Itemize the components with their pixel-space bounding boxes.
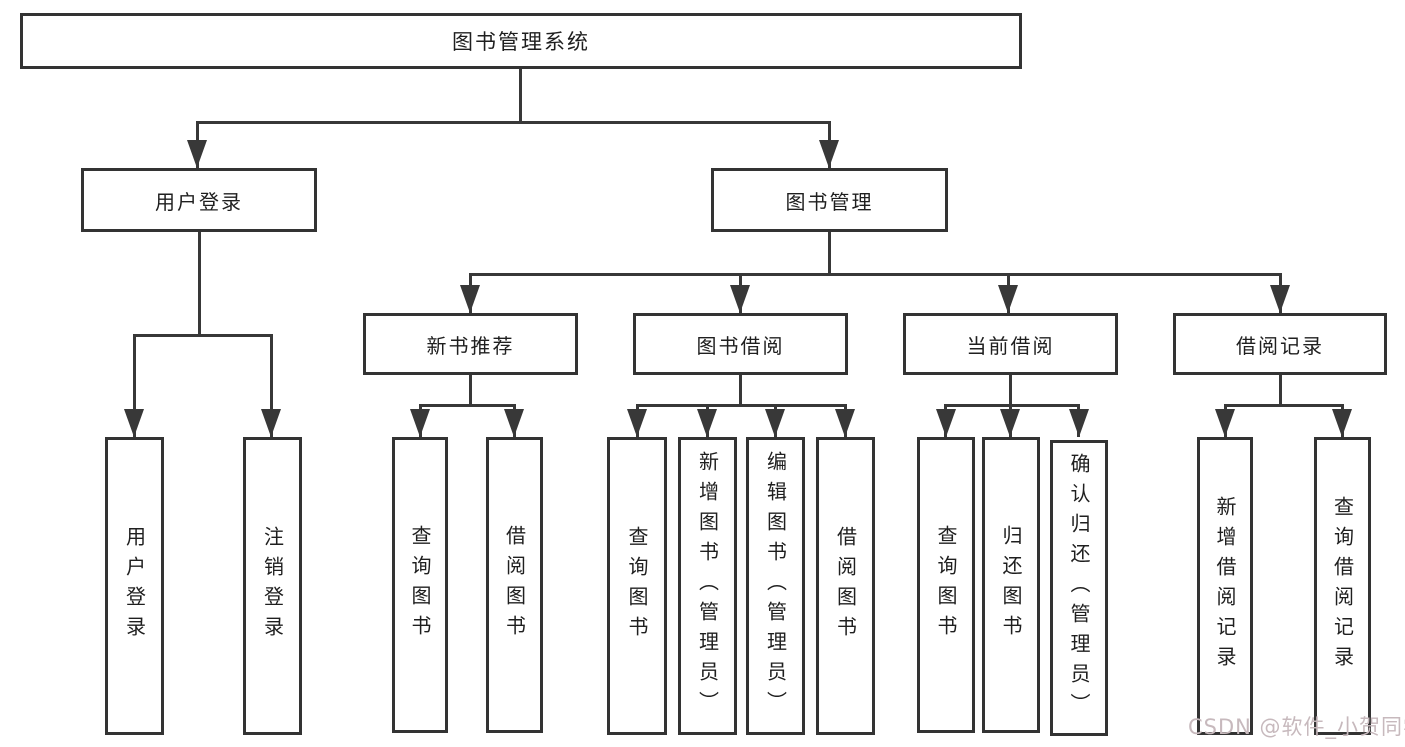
arrow-down-icon [697,409,717,437]
arrow-down-icon [187,140,207,168]
connector-line [134,334,273,337]
connector-line [1009,375,1012,407]
connector-line [739,375,742,407]
leaf-add-books-admin: 新增图书（管理员） [678,437,737,735]
leaf-logout: 注销登录 [243,437,302,735]
leaf-user-login: 用户登录 [105,437,164,735]
node-user-login: 用户登录 [81,168,317,232]
connector-line [1224,404,1343,407]
arrow-down-icon [410,409,430,437]
connector-line [470,273,1281,276]
node-new-book-recommend: 新书推荐 [363,313,578,375]
node-current-borrow: 当前借阅 [903,313,1118,375]
connector-line [637,404,846,407]
arrow-down-icon [504,409,524,437]
connector-line [133,334,136,437]
connector-line [828,232,831,276]
node-book-borrow: 图书借阅 [633,313,848,375]
arrow-down-icon [1215,409,1235,437]
connector-line [519,69,522,124]
csdn-watermark: CSDN @软件_小贺同学 [1188,715,1405,739]
node-borrow-records: 借阅记录 [1173,313,1387,375]
leaf-return-books: 归还图书 [982,437,1040,733]
connector-line [198,232,201,336]
arrow-down-icon [765,409,785,437]
leaf-borrow-books-recommend: 借阅图书 [486,437,543,733]
arrow-down-icon [1270,285,1290,313]
leaf-query-books-current: 查询图书 [917,437,975,733]
leaf-edit-books-admin: 编辑图书（管理员） [746,437,805,735]
arrow-down-icon [819,140,839,168]
arrow-down-icon [998,285,1018,313]
leaf-query-books-recommend: 查询图书 [392,437,448,733]
leaf-add-borrow-record: 新增借阅记录 [1197,437,1253,735]
arrow-down-icon [1069,409,1089,437]
node-library-management-system: 图书管理系统 [20,13,1022,69]
arrow-down-icon [124,409,144,437]
connector-line [1279,375,1282,407]
arrow-down-icon [261,409,281,437]
arrow-down-icon [1332,409,1352,437]
leaf-query-books-borrow: 查询图书 [607,437,667,735]
arrow-down-icon [730,285,750,313]
connector-line [197,121,831,124]
arrow-down-icon [460,285,480,313]
leaf-query-borrow-record: 查询借阅记录 [1314,437,1371,735]
arrow-down-icon [1000,409,1020,437]
arrow-down-icon [936,409,956,437]
connector-line [945,404,1080,407]
connector-line [419,404,515,407]
connector-line [270,334,273,437]
leaf-confirm-return-admin: 确认归还（管理员） [1050,440,1108,736]
connector-line [469,375,472,407]
leaf-borrow-books: 借阅图书 [816,437,875,735]
node-book-management: 图书管理 [711,168,948,232]
arrow-down-icon [627,409,647,437]
arrow-down-icon [835,409,855,437]
